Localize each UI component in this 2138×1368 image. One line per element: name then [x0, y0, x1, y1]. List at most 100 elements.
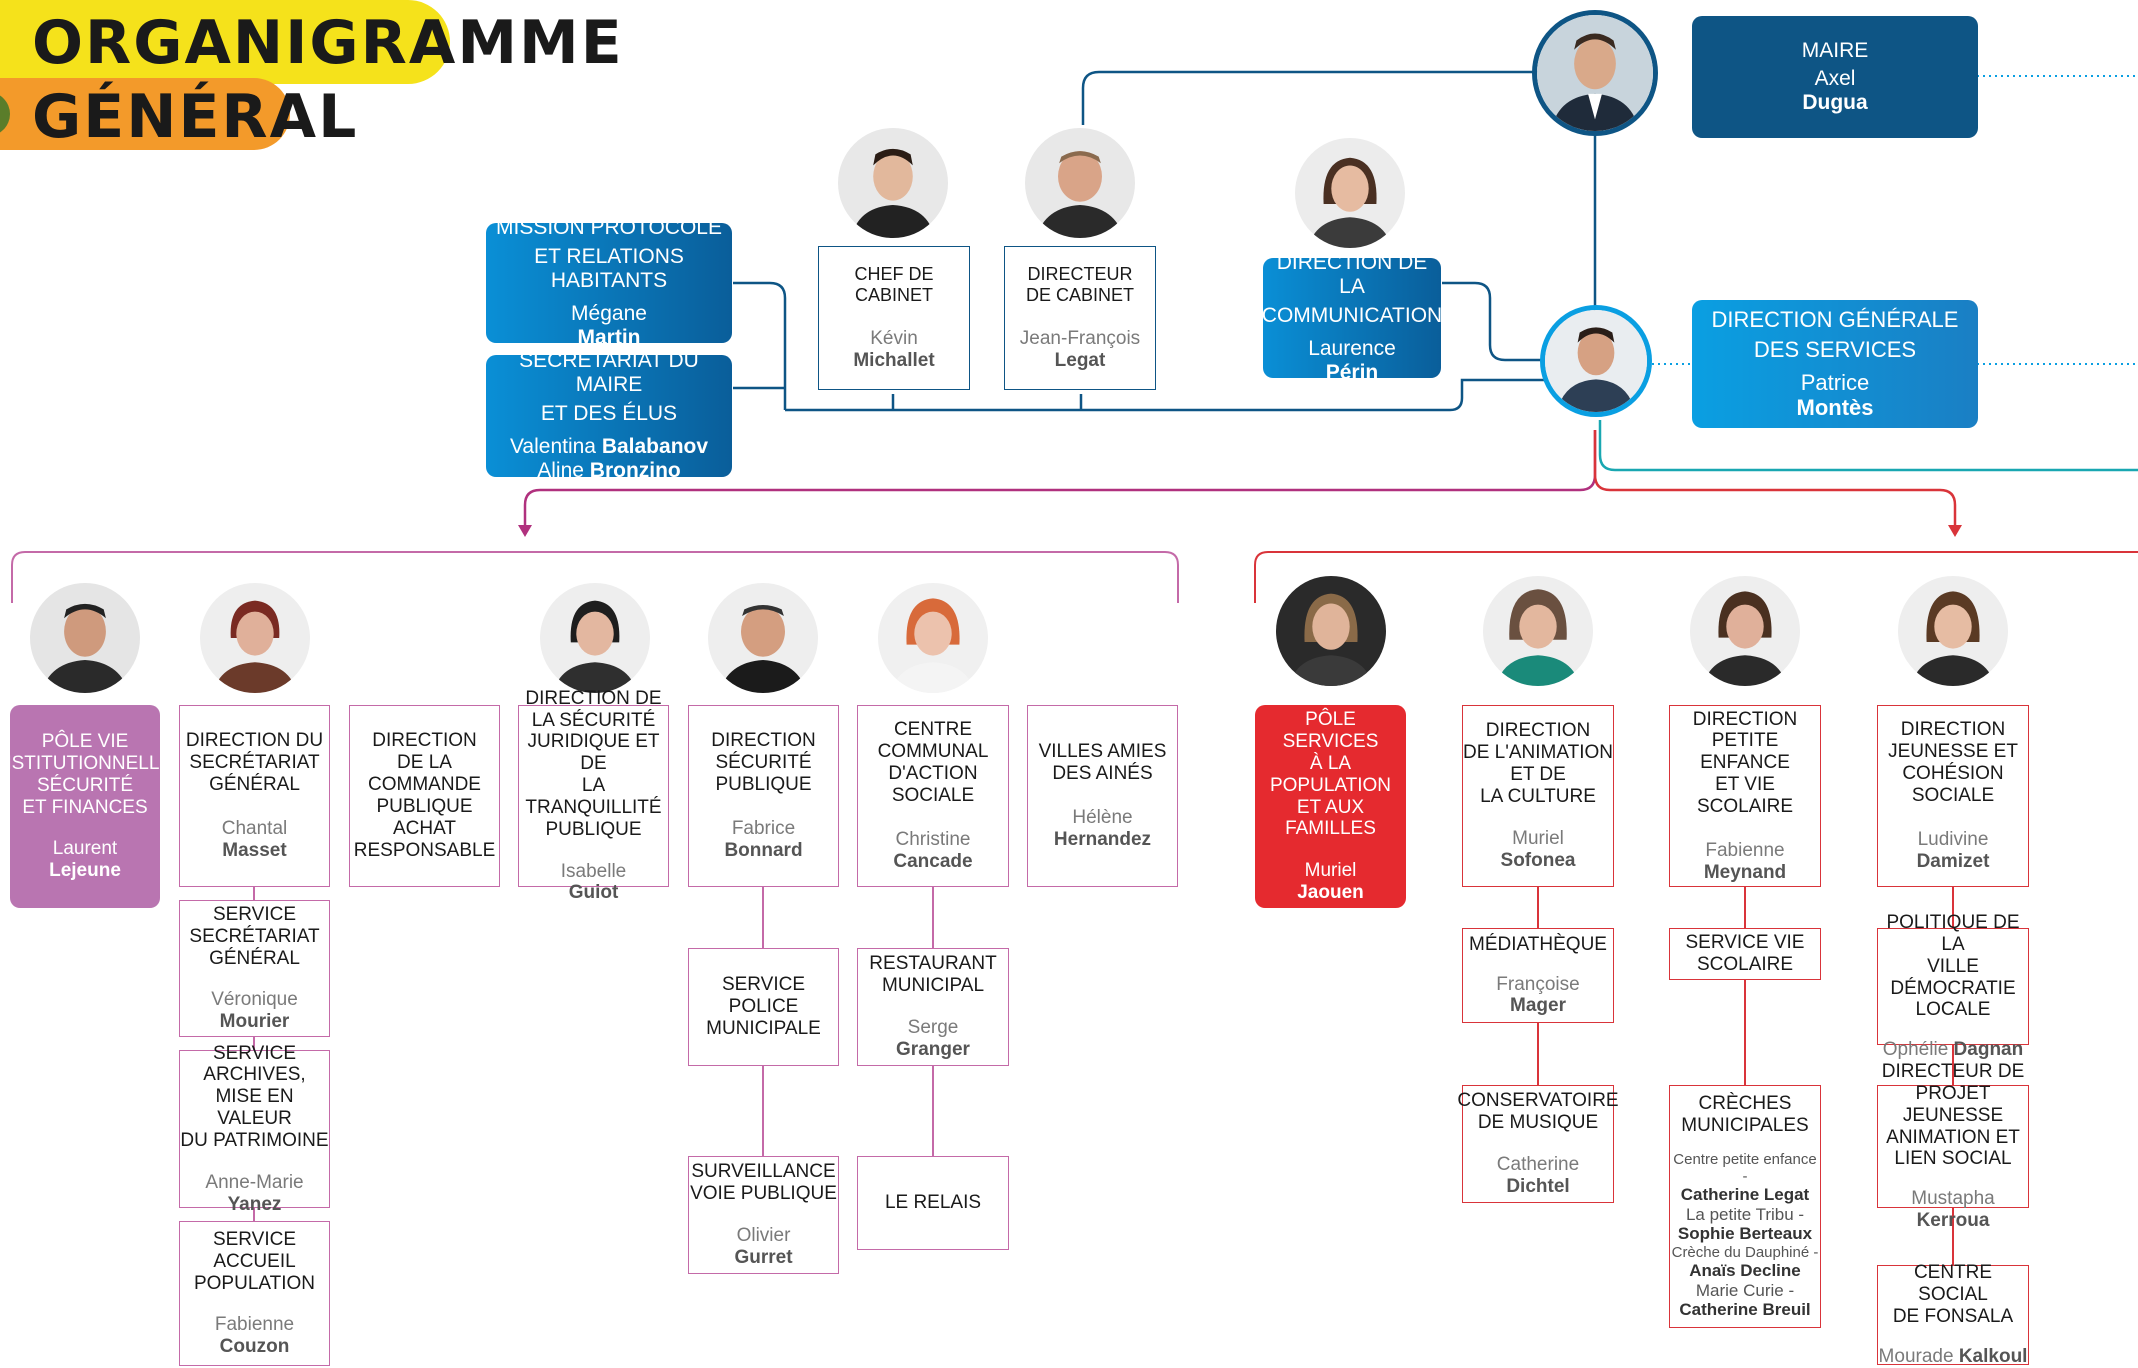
ccas-t2: COMMUNAL — [877, 741, 989, 763]
politique-first: Ophélie — [1882, 1039, 1949, 1061]
svc-archives-t3: MISE EN VALEUR — [215, 1086, 294, 1130]
protocole-card: MISSION PROTOCOLE ET RELATIONS HABITANTS… — [486, 216, 732, 349]
juridique-t2: LA SÉCURITÉ — [531, 709, 656, 731]
conservatoire-t1: CONSERVATOIRE — [1457, 1090, 1619, 1112]
avatar-chef-cabinet — [838, 128, 948, 238]
secr-general-t1: DIRECTION DU — [185, 730, 324, 752]
projet-jeunesse-card: DIRECTEUR DE PROJET JEUNESSE ANIMATION E… — [1877, 1061, 2029, 1231]
juridique-first: Isabelle — [560, 860, 627, 882]
svc-archives-last: Yanez — [227, 1193, 282, 1215]
restaurant-t1: RESTAURANT — [869, 953, 997, 975]
securite-first: Fabrice — [731, 817, 796, 839]
juridique-card: DIRECTION DE LA SÉCURITÉ JURIDIQUE ET DE… — [518, 688, 669, 903]
page-title: ORGANIGRAMME — [32, 8, 624, 78]
chef-cabinet-last: Michallet — [853, 349, 935, 371]
chef-cabinet-title: CHEF DE CABINET — [854, 264, 934, 306]
relais-t1: LE RELAIS — [884, 1192, 982, 1214]
avatar-culture — [1483, 576, 1593, 686]
jeunesse-t1: DIRECTION — [1900, 719, 2006, 741]
conservatoire-t2: DE MUSIQUE — [1477, 1112, 1599, 1134]
pole-services-first: Muriel — [1304, 860, 1357, 882]
villes-t2: DES AINÉS — [1052, 763, 1153, 785]
avatar-secr-general — [200, 583, 310, 693]
conservatoire-card: CONSERVATOIRE DE MUSIQUE Catherine Dicht… — [1457, 1085, 1619, 1203]
juridique-t3: JURIDIQUE ET DE — [527, 731, 660, 775]
pole-vie-first: Laurent — [52, 838, 118, 860]
projet-jeunesse-last: Kerroua — [1916, 1210, 1990, 1232]
secretariat-title2: ET DES ÉLUS — [540, 402, 678, 426]
communication-title1: DIRECTION DE LA — [1276, 251, 1428, 299]
secr-general-card: DIRECTION DU SECRÉTARIAT GÉNÉRAL Chantal… — [179, 705, 330, 887]
pole-vie-t3: SÉCURITÉ — [36, 774, 134, 796]
creches-l8-name: Catherine Breuil — [1679, 1300, 1811, 1320]
pole-vie-t1: PÔLE VIE — [41, 730, 129, 752]
juridique-t5: PUBLIQUE — [545, 818, 642, 840]
secretariat-last2: Bronzino — [589, 458, 681, 482]
svc-secr-last: Mourier — [219, 1011, 290, 1033]
restaurant-card: RESTAURANT MUNICIPAL Serge Granger — [857, 948, 1009, 1066]
svc-secr-first: Véronique — [211, 989, 298, 1011]
mediatheque-card: MÉDIATHÈQUE Françoise Mager — [1462, 928, 1614, 1023]
culture-t4: LA CULTURE — [1480, 786, 1596, 807]
restaurant-t2: MUNICIPAL — [881, 975, 985, 997]
projet-jeunesse-person: Mustapha Kerroua — [1878, 1188, 2028, 1232]
dgs-first: Patrice — [1800, 370, 1870, 395]
jeunesse-t2: JEUNESSE ET — [1888, 741, 2018, 763]
restaurant-first: Serge — [907, 1017, 959, 1038]
securite-t1: DIRECTION — [711, 730, 816, 752]
fonsala-t2: DE FONSALA — [1892, 1306, 2014, 1327]
dgs-title2: DES SERVICES — [1753, 336, 1917, 362]
vie-scolaire-t2: SCOLAIRE — [1696, 954, 1794, 975]
surveillance-first: Olivier — [736, 1225, 791, 1246]
creches-card: CRÈCHES MUNICIPALES Centre petite enfanc… — [1669, 1085, 1821, 1328]
ccas-first: Christine — [895, 828, 971, 850]
pole-services-t4: POPULATION — [1269, 774, 1392, 796]
pole-services-t3: À LA — [1309, 752, 1352, 774]
pole-services-card: PÔLE SERVICES À LA POPULATION ET AUX FAM… — [1255, 705, 1406, 908]
creches-l1: Centre petite enfance - — [1673, 1150, 1817, 1186]
projet-jeunesse-t4: LIEN SOCIAL — [1894, 1148, 2012, 1170]
politique-person: Ophélie Dagnan — [1883, 1039, 2023, 1061]
page-subtitle: GÉNÉRAL — [32, 82, 359, 152]
petite-enfance-card: DIRECTION PETITE ENFANCE ET VIE SCOLAIRE… — [1669, 705, 1821, 887]
fonsala-first: Mourade — [1878, 1345, 1954, 1367]
svc-archives-t4: DU PATRIMOINE — [180, 1129, 329, 1151]
creches-l4: Sophie Berteaux — [1678, 1224, 1812, 1244]
maire-card: MAIRE Axel Dugua — [1692, 16, 1978, 138]
pole-vie-t4: ET FINANCES — [22, 796, 148, 818]
pole-services-t2: SERVICES — [1282, 730, 1379, 752]
secretariat-first2: Aline — [537, 458, 584, 482]
avatar-ccas — [878, 583, 988, 693]
petite-enfance-last: Meynand — [1703, 861, 1787, 883]
jeunesse-last: Damizet — [1916, 850, 1990, 872]
securite-t2: SÉCURITÉ — [715, 752, 812, 774]
creches-l2-name: Catherine Legat — [1680, 1185, 1810, 1205]
maire-last: Dugua — [1802, 91, 1868, 115]
mediatheque-last: Mager — [1510, 995, 1566, 1017]
title-dot — [0, 92, 10, 136]
surveillance-t2: VOIE PUBLIQUE — [690, 1183, 837, 1205]
securite-card: DIRECTION SÉCURITÉ PUBLIQUE Fabrice Bonn… — [688, 705, 839, 887]
avatar-dir-cabinet — [1025, 128, 1135, 238]
projet-jeunesse-t2: PROJET JEUNESSE — [1902, 1082, 2004, 1126]
title-pill-orange: GÉNÉRAL — [0, 78, 356, 152]
commande-t3: COMMANDE — [368, 774, 481, 796]
svc-accueil-card: SERVICE ACCUEIL POPULATION Fabienne Couz… — [179, 1221, 330, 1366]
svc-archives-t1: SERVICE — [212, 1042, 297, 1064]
secr-general-last: Masset — [222, 839, 287, 861]
pole-services-t1: PÔLE — [1305, 709, 1356, 731]
ccas-t1: CENTRE — [893, 719, 973, 741]
culture-t1: DIRECTION — [1485, 720, 1591, 742]
police-card: SERVICE POLICE MUNICIPALE — [688, 948, 839, 1066]
projet-jeunesse-first: Mustapha — [1911, 1188, 1995, 1210]
creches-l8: Catherine Breuil — [1679, 1300, 1810, 1320]
commande-t5: ACHAT — [393, 817, 456, 839]
politique-last: Dagnan — [1953, 1039, 2024, 1061]
fonsala-last: Kalkoul — [1958, 1345, 2028, 1367]
restaurant-last: Granger — [896, 1038, 970, 1060]
commande-t1: DIRECTION — [372, 730, 477, 752]
avatar-petite-enfance — [1690, 576, 1800, 686]
politique-t2: VILLE DÉMOCRATIE — [1890, 955, 2016, 999]
svc-archives-first: Anne-Marie — [205, 1171, 304, 1193]
